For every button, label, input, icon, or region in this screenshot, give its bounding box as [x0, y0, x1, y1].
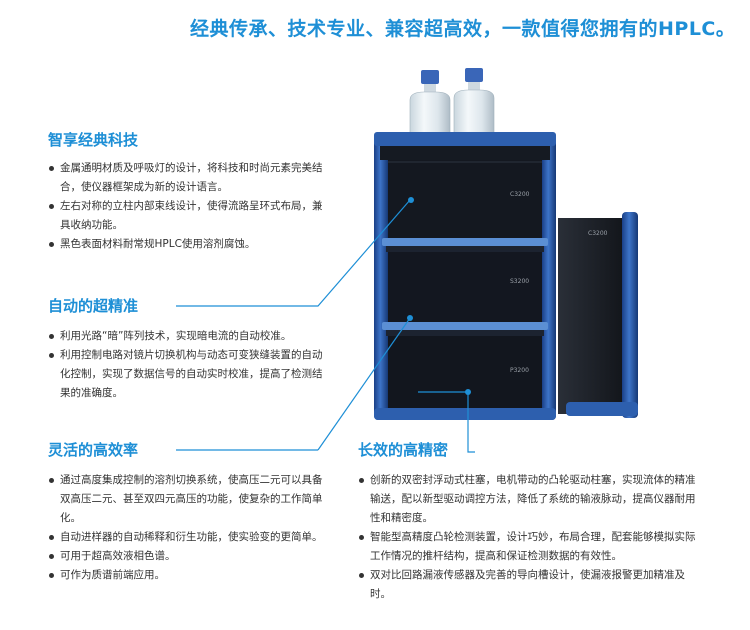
list-item: 通过高度集成控制的溶剂切换系统，使高压二元可以具备双高压二元、甚至双四元高压的功… [48, 471, 328, 528]
list-item: 黑色表面材料耐常规HPLC使用溶剂腐蚀。 [48, 235, 328, 254]
list-item: 双对比回路漏液传感器及完善的导向槽设计，使漏液报警更加精准及时。 [358, 566, 698, 604]
list-item: 金属通明材质及呼吸灯的设计，将科技和时尚元素完美结合，使仪器框架成为新的设计语言… [48, 159, 328, 197]
list-item: 可用于超高效液相色谱。 [48, 547, 328, 566]
section-title: 自动的超精准 [48, 297, 139, 315]
model-label-s3200: S3200 [510, 278, 529, 285]
list-item: 自动进样器的自动稀释和衍生功能，使实验变的更简单。 [48, 528, 328, 547]
callout-lines [176, 199, 475, 453]
model-label-c3200: C3200 [510, 191, 530, 198]
section-long-term-precision: 长效的高精密 创新的双密封浮动式柱塞，电机带动的凸轮驱动柱塞，实现流体的精准输送… [358, 440, 698, 604]
section-title: 灵活的高效率 [48, 441, 139, 459]
section-auto-precision: 自动的超精准 利用光路“暗”阵列技术，实现暗电流的自动校准。 利用控制电路对镜片… [48, 296, 328, 403]
section-classic-technology: 智享经典科技 金属通明材质及呼吸灯的设计，将科技和时尚元素完美结合，使仪器框架成… [48, 130, 328, 254]
bullet-list: 金属通明材质及呼吸灯的设计，将科技和时尚元素完美结合，使仪器框架成为新的设计语言… [48, 159, 328, 254]
section-title: 智享经典科技 [48, 131, 139, 149]
model-label-side: C3200 [588, 230, 608, 237]
list-item: 创新的双密封浮动式柱塞，电机带动的凸轮驱动柱塞，实现流体的精准输送，配以新型驱动… [358, 471, 698, 528]
model-label-p3200: P3200 [510, 367, 529, 374]
section-title: 长效的高精密 [358, 441, 449, 459]
bullet-list: 创新的双密封浮动式柱塞，电机带动的凸轮驱动柱塞，实现流体的精准输送，配以新型驱动… [358, 471, 698, 604]
bullet-list: 通过高度集成控制的溶剂切换系统，使高压二元可以具备双高压二元、甚至双四元高压的功… [48, 471, 328, 585]
solvent-bottles [376, 68, 556, 142]
instrument-main-tower: C3200 S3200 P3200 [374, 132, 556, 420]
list-item: 利用光路“暗”阵列技术，实现暗电流的自动校准。 [48, 327, 328, 346]
bullet-list: 利用光路“暗”阵列技术，实现暗电流的自动校准。 利用控制电路对镜片切换机构与动态… [48, 327, 328, 403]
page-headline: 经典传承、技术专业、兼容超高效，一款值得您拥有的HPLC。 [190, 18, 736, 40]
list-item: 左右对称的立柱内部束线设计，使得流路呈环式布局，兼具收纳功能。 [48, 197, 328, 235]
section-flexible-efficiency: 灵活的高效率 通过高度集成控制的溶剂切换系统，使高压二元可以具备双高压二元、甚至… [48, 440, 328, 585]
list-item: 智能型高精度凸轮检测装置，设计巧妙，布局合理，配套能够模拟实际工作情况的推杆结构… [358, 528, 698, 566]
callout-dots [407, 197, 471, 395]
list-item: 可作为质谱前端应用。 [48, 566, 328, 585]
instrument-side-module: C3200 [558, 212, 638, 418]
list-item: 利用控制电路对镜片切换机构与动态可变狭缝装置的自动化控制，实现了数据信号的自动实… [48, 346, 328, 403]
